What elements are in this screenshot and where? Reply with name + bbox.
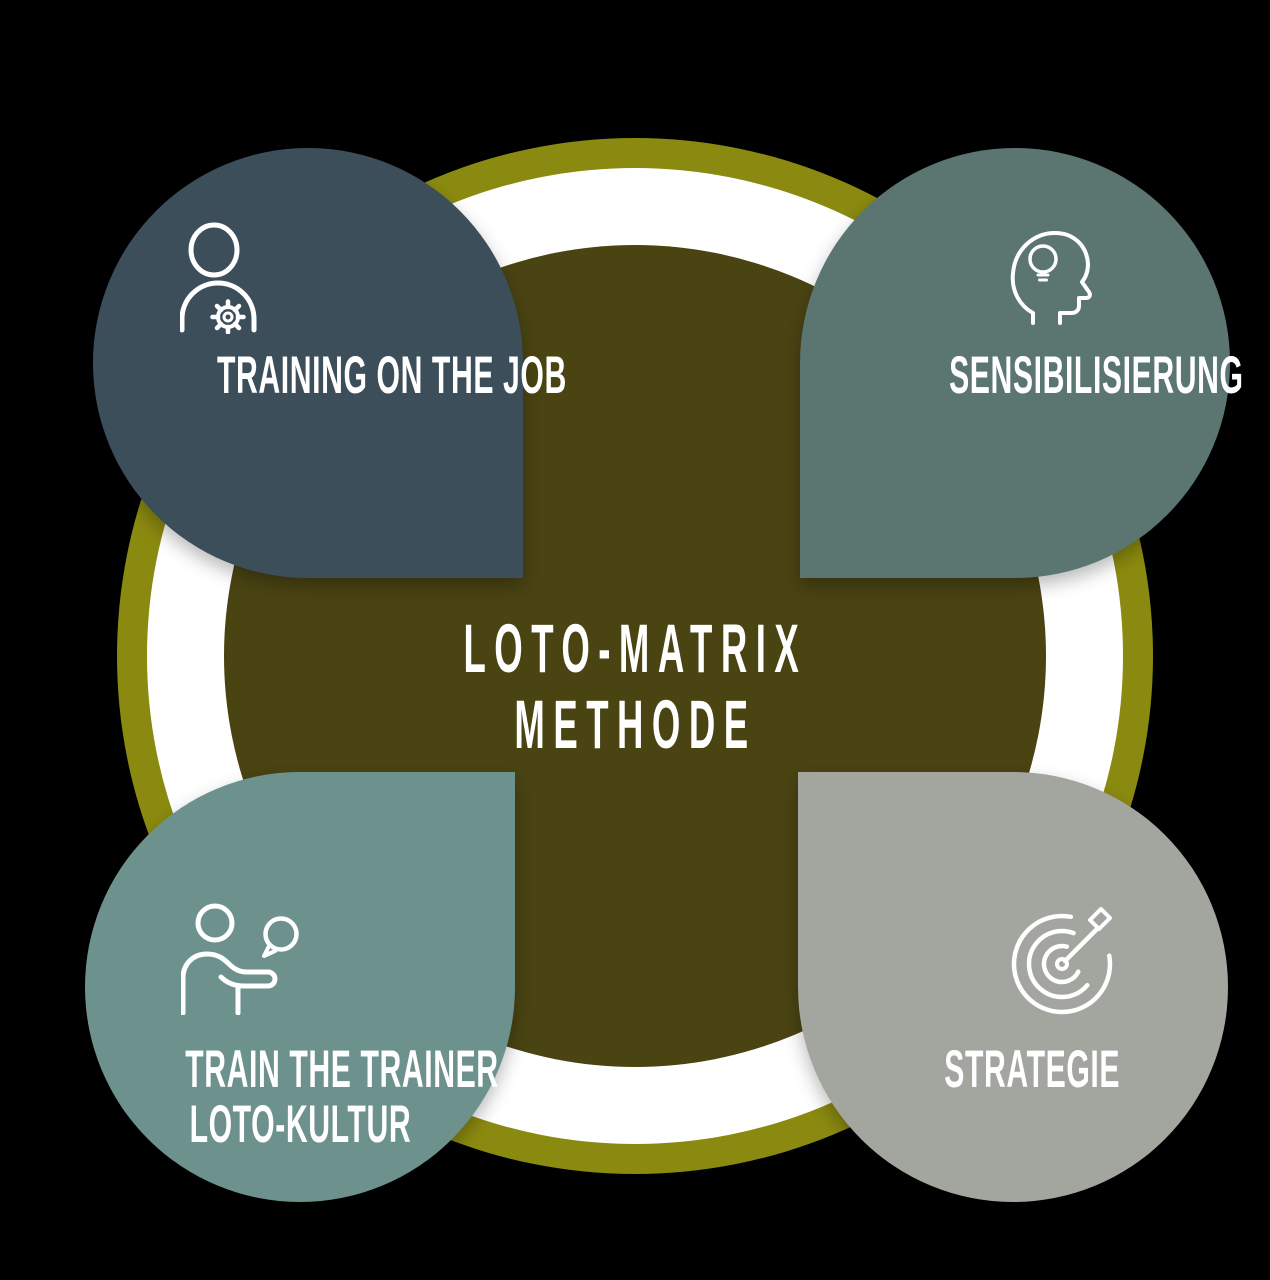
person-speech-bubble-icon — [181, 903, 299, 1015]
center-title-line2: METHODE — [513, 686, 757, 763]
quadrant-sensibilisierung: SENSIBILISIERUNG — [800, 148, 1244, 578]
quadrant-strategie: STRATEGIE — [798, 772, 1228, 1202]
quadrant-train-the-trainer: TRAIN THE TRAINER LOTO-KULTUR — [85, 772, 515, 1202]
person-gear-icon — [180, 222, 257, 334]
target-arrow-icon — [1011, 907, 1113, 1015]
quadrant-label-strategie: STRATEGIE — [944, 1040, 1120, 1099]
quadrant-training-on-the-job: TRAINING ON THE JOB — [93, 148, 567, 578]
quadrant-label-sensibilisierung: SENSIBILISIERUNG — [949, 346, 1244, 405]
head-lightbulb-icon — [1010, 231, 1092, 325]
quadrant-label-training: TRAINING ON THE JOB — [216, 346, 567, 405]
center-title-line1: LOTO-MATRIX — [463, 610, 807, 687]
quadrant-label-train-the-trainer: TRAIN THE TRAINER LOTO-KULTUR — [185, 1040, 499, 1154]
center-title: LOTO-MATRIX METHODE — [0, 611, 1270, 763]
